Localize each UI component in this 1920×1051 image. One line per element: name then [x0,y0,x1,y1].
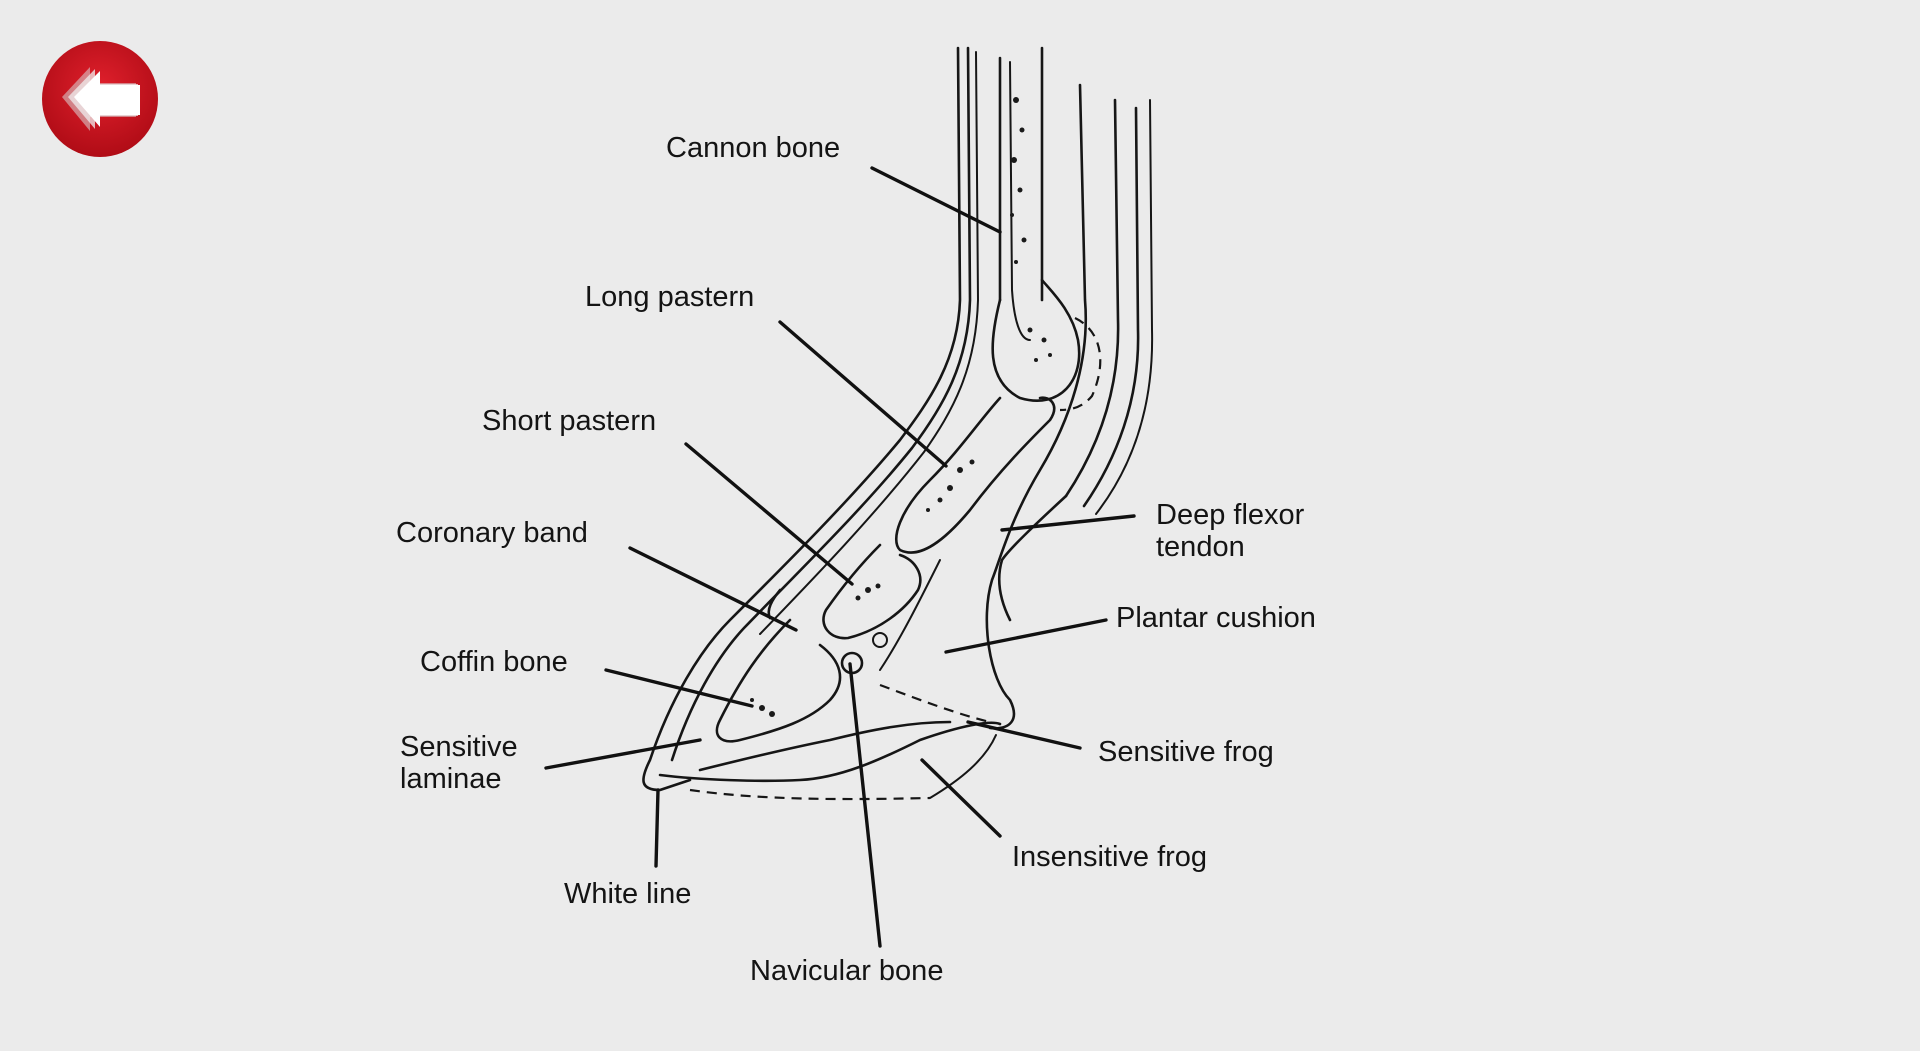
back-button[interactable] [40,39,160,159]
leader-coronary-band [628,546,798,632]
leader-sensitive-laminae [544,738,702,770]
label-sensitive-laminae-line1: Sensitive [400,731,518,763]
leader-cannon-bone [870,166,1002,234]
label-sensitive-frog: Sensitive frog [1098,736,1274,768]
leader-sensitive-frog [966,720,1082,750]
label-white-line: White line [564,878,691,910]
back-arrow-icon [42,41,158,157]
label-deep-flexor-tendon-line1: Deep flexor [1156,499,1305,531]
leader-lines [544,166,1136,948]
leader-navicular-bone [848,662,882,948]
leader-long-pastern [778,320,948,468]
leader-insensitive-frog [920,758,1002,838]
leader-coffin-bone [604,668,754,708]
leader-white-line [654,788,660,868]
label-insensitive-frog: Insensitive frog [1012,841,1207,873]
label-long-pastern: Long pastern [585,281,754,313]
label-deep-flexor-tendon-line2: tendon [1156,531,1245,563]
label-plantar-cushion: Plantar cushion [1116,602,1316,634]
label-sensitive-laminae-line2: laminae [400,763,502,795]
label-cannon-bone: Cannon bone [666,132,840,164]
leader-short-pastern [684,442,854,586]
leader-plantar-cushion [944,618,1108,654]
label-navicular-bone: Navicular bone [750,955,943,987]
label-coffin-bone: Coffin bone [420,646,568,678]
label-coronary-band: Coronary band [396,517,588,549]
diagram-labels: Cannon bone Long pastern Short pastern C… [396,132,1316,987]
leader-deep-flexor-tendon [1000,514,1136,532]
label-short-pastern: Short pastern [482,405,656,437]
